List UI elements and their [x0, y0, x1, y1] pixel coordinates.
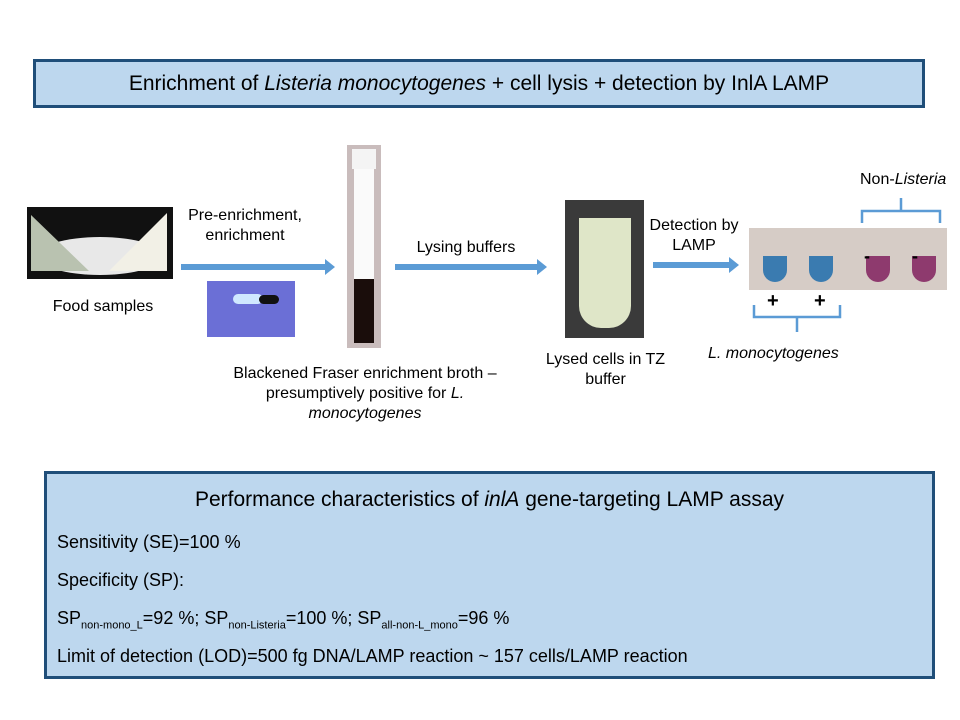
specificity-values: SPnon-mono_L=92 %; SPnon-Listeria=100 %;…	[57, 608, 510, 632]
lamp-tubes-image	[749, 228, 947, 290]
fraser-broth-tube-image	[347, 145, 381, 348]
food-samples-label: Food samples	[52, 298, 154, 315]
lysed-cells-label: Lysed cells in TZ buffer	[545, 351, 666, 388]
brackets	[752, 198, 942, 332]
lod-text: Limit of detection (LOD)=500 fg DNA/LAMP…	[57, 646, 688, 666]
title-text: Enrichment of Listeria monocytogenes + c…	[128, 71, 830, 95]
title-banner: Enrichment of Listeria monocytogenes + c…	[33, 59, 925, 108]
positive-mark: +	[767, 290, 779, 312]
arrow-pre-enrichment	[181, 259, 335, 275]
arrow-lysing	[395, 259, 547, 275]
performance-box: Performance characteristics of inlA gene…	[44, 471, 935, 679]
pre-enrichment-label: Pre-enrichment, enrichment	[188, 207, 302, 244]
broth-label: Blackened Fraser enrichment broth – pres…	[233, 365, 497, 422]
arrow-detection	[653, 257, 739, 273]
specificity-text: Specificity (SP):	[57, 570, 185, 590]
lysing-buffers-label: Lysing buffers	[416, 239, 516, 256]
cheese-image	[27, 207, 173, 279]
sensitivity-text: Sensitivity (SE)=100 %	[57, 532, 241, 552]
positive-mark: +	[814, 290, 826, 312]
negative-mark: -	[864, 246, 870, 266]
lysed-cells-tube-image	[565, 200, 644, 338]
bacterium-image	[207, 281, 295, 337]
performance-heading: Performance characteristics of inlA gene…	[194, 488, 785, 511]
non-listeria-bracket	[860, 198, 942, 223]
non-listeria-label: Non-Listeria	[860, 171, 947, 188]
lmono-label: L. monocytogenes	[708, 345, 839, 362]
negative-mark: -	[912, 246, 918, 266]
detection-label: Detection by LAMP	[649, 217, 739, 254]
lmono-bracket	[752, 305, 842, 332]
